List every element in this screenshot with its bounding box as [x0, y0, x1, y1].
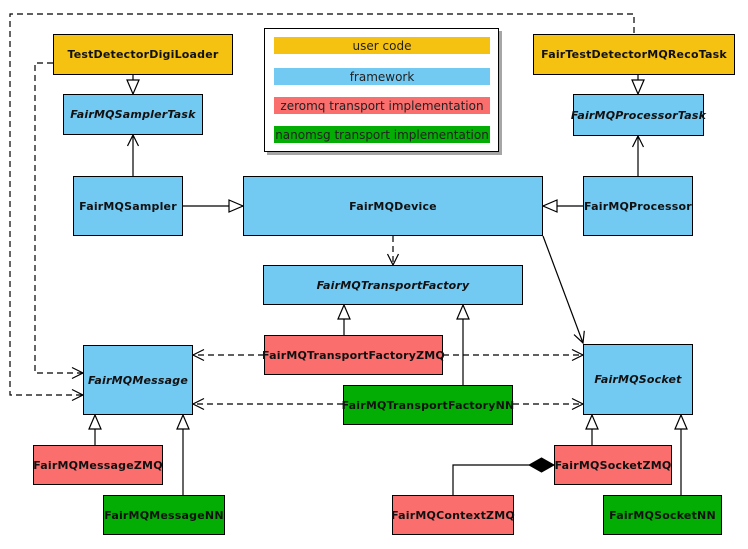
node-fairmqcontextzmq: FairMQContextZMQ [391, 495, 515, 535]
legend-swatch-user-code: user code [274, 37, 490, 54]
legend-label-zeromq: zeromq transport implementation [280, 98, 484, 113]
edge-device-socket [542, 235, 585, 345]
legend-label-user-code: user code [352, 38, 412, 53]
node-fairmqprocessor: FairMQProcessor [583, 176, 693, 236]
node-fairmqsocketnn: FairMQSocketNN [603, 495, 722, 535]
node-fairmqsampler: FairMQSampler [73, 176, 183, 236]
legend-swatch-zeromq: zeromq transport implementation [274, 97, 490, 114]
node-fairmqtransportfactoryzmq: FairMQTransportFactoryZMQ [262, 335, 445, 375]
node-fairmqtransportfactorynn: FairMQTransportFactoryNN [342, 385, 514, 425]
legend-swatch-nanomsg: nanomsg transport implementation [274, 126, 490, 143]
node-fairmqmessagezmq: FairMQMessageZMQ [33, 445, 163, 485]
node-fairtestdetectormqrecotask: FairTestDetectorMQRecoTask [533, 34, 735, 75]
node-fairmqmessage: FairMQMessage [83, 345, 193, 415]
node-testdetectordigiloader: TestDetectorDigiLoader [53, 34, 233, 75]
node-fairmqmessagenn: FairMQMessageNN [103, 495, 225, 535]
node-fairmqtransportfactory: FairMQTransportFactory [263, 265, 523, 305]
legend: user code framework zeromq transport imp… [264, 28, 499, 152]
edge-contextzmq-socketzmq [452, 465, 554, 495]
legend-label-framework: framework [349, 69, 415, 84]
node-fairmqsamplertask: FairMQSamplerTask [63, 94, 203, 135]
node-fairmqsocketzmq: FairMQSocketZMQ [554, 445, 672, 485]
edge-recotask-message [9, 13, 635, 402]
edge-digiloader-message [34, 62, 85, 380]
legend-swatch-framework: framework [274, 68, 490, 85]
node-fairmqsocket: FairMQSocket [583, 344, 693, 415]
legend-label-nanomsg: nanomsg transport implementation [275, 127, 489, 142]
node-fairmqdevice: FairMQDevice [243, 176, 543, 236]
node-fairmqprocessortask: FairMQProcessorTask [571, 94, 706, 136]
